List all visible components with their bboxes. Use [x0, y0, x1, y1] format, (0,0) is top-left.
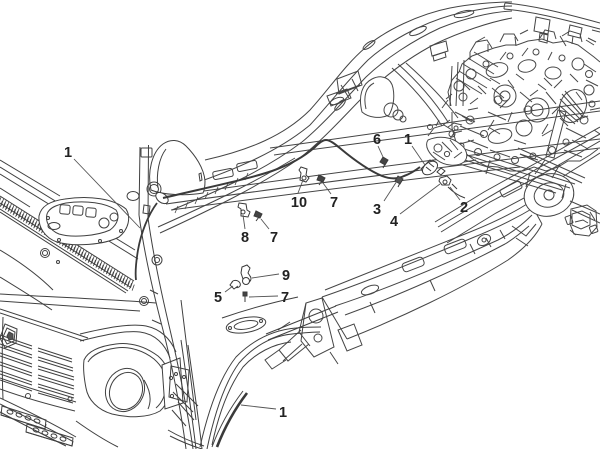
svg-text:5: 5 — [214, 290, 222, 306]
svg-text:9: 9 — [282, 268, 290, 284]
svg-text:7: 7 — [281, 290, 289, 306]
svg-text:2: 2 — [460, 200, 468, 216]
svg-text:1: 1 — [279, 405, 287, 421]
svg-text:6: 6 — [373, 132, 381, 148]
svg-text:3: 3 — [373, 202, 381, 218]
svg-text:1: 1 — [64, 145, 72, 161]
svg-text:7: 7 — [270, 230, 278, 246]
svg-text:1: 1 — [404, 132, 412, 148]
svg-text:7: 7 — [330, 195, 338, 211]
svg-text:10: 10 — [291, 195, 307, 211]
svg-text:4: 4 — [390, 214, 398, 230]
svg-text:8: 8 — [241, 230, 249, 246]
